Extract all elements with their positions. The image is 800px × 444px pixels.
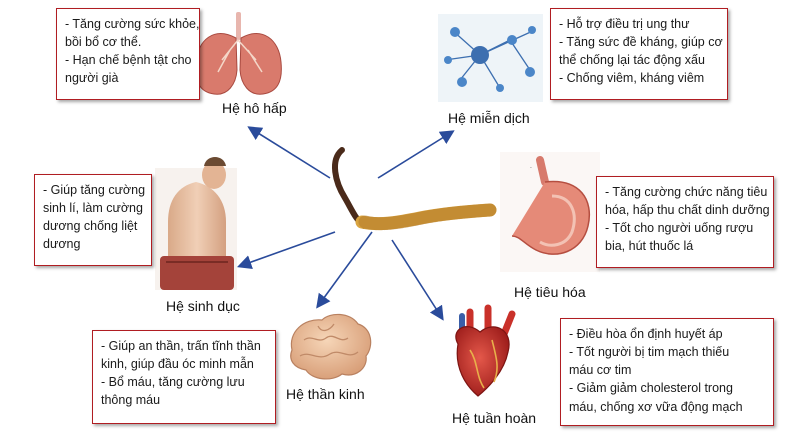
- arrow-nervous: [316, 231, 373, 309]
- immune-box: - Hỗ trợ điều trị ung thư - Tăng sức đề …: [550, 8, 728, 100]
- circulatory-label: Hệ tuần hoàn: [452, 410, 537, 426]
- circulatory-box: - Điều hòa ổn định huyết áp - Tốt người …: [560, 318, 774, 426]
- nervous-line-3: - Bổ máu, tăng cường lưu: [101, 375, 245, 390]
- respiratory-line-4: người già: [65, 71, 119, 86]
- circulatory-line-1: - Điều hòa ổn định huyết áp: [569, 327, 723, 341]
- respiratory-label: Hệ hô hấp: [222, 100, 287, 116]
- immune-label: Hệ miễn dịch: [448, 110, 530, 126]
- digestive-line-4: bia, hút thuốc lá: [605, 239, 694, 254]
- arrow-circulatory: [391, 239, 444, 321]
- digestive-line-2: hóa, hấp thu chất dinh dưỡng: [605, 203, 770, 218]
- digestive-label: Hệ tiêu hóa: [514, 284, 586, 300]
- respiratory-line-1: - Tăng cường sức khỏe,: [65, 17, 200, 31]
- stomach-icon: ·: [500, 152, 600, 272]
- reproductive-line-4: dương: [43, 237, 81, 252]
- immune-line-2: - Tăng sức đề kháng, giúp cơ: [559, 35, 723, 50]
- nervous-line-4: thông máu: [101, 393, 161, 408]
- digestive-line-1: - Tăng cường chức năng tiêu: [605, 185, 768, 199]
- circulatory-line-5: máu, chống xơ vữa động mạch: [569, 399, 743, 414]
- circulatory-line-2: - Tốt người bị tim mạch thiếu: [569, 345, 730, 360]
- brain-icon: [290, 313, 372, 380]
- nervous-label: Hệ thần kinh: [286, 386, 365, 402]
- respiratory-line-2: bồi bổ cơ thể.: [65, 35, 142, 50]
- lungs-icon: [195, 12, 282, 95]
- immune-line-3: thể chống lại tác động xấu: [559, 53, 705, 68]
- digestive-line-3: - Tốt cho người uống rượu: [605, 221, 754, 236]
- reproductive-line-1: - Giúp tăng cường: [43, 183, 146, 197]
- reproductive-line-3: dương chống liệt: [43, 219, 138, 234]
- circulatory-line-3: máu cơ tim: [569, 363, 632, 378]
- arrows: [236, 126, 455, 321]
- arrow-immune: [377, 130, 455, 179]
- nervous-line-1: - Giúp an thần, trấn tĩnh thần: [101, 339, 261, 353]
- digestive-box: - Tăng cường chức năng tiêu hóa, hấp thu…: [596, 176, 774, 268]
- circulatory-line-4: - Giảm giảm cholesterol trong: [569, 381, 733, 396]
- heart-icon: [455, 304, 516, 397]
- nervous-line-2: kinh, giúp đầu óc minh mẫn: [101, 357, 254, 372]
- immune-cells-icon: [438, 14, 543, 102]
- cordyceps-icon: [332, 147, 497, 231]
- arrow-respiratory: [247, 126, 331, 179]
- svg-text:·: ·: [530, 165, 532, 172]
- reproductive-label: Hệ sinh dục: [166, 298, 240, 314]
- reproductive-line-2: sinh lí, làm cường: [43, 201, 143, 216]
- immune-line-4: - Chống viêm, kháng viêm: [559, 71, 705, 86]
- torso-icon: [155, 157, 237, 290]
- reproductive-box: - Giúp tăng cường sinh lí, làm cường dươ…: [34, 174, 152, 266]
- arrow-reproductive: [236, 231, 336, 270]
- nervous-box: - Giúp an thần, trấn tĩnh thần kinh, giú…: [92, 330, 276, 424]
- respiratory-box: - Tăng cường sức khỏe, bồi bổ cơ thể. - …: [56, 8, 200, 100]
- respiratory-line-3: - Hạn chế bệnh tật cho: [65, 53, 192, 68]
- immune-line-1: - Hỗ trợ điều trị ung thư: [559, 17, 690, 31]
